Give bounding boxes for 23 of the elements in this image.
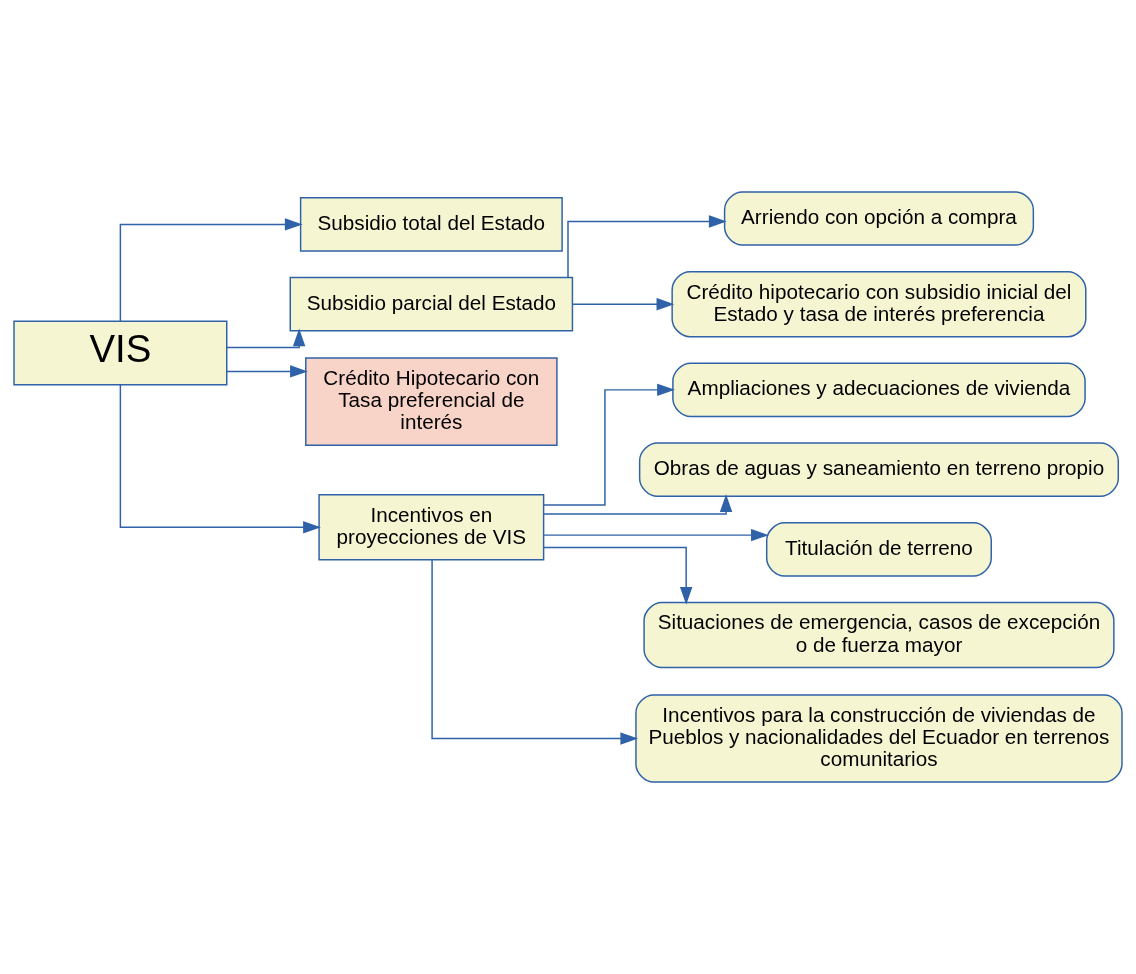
arrow xyxy=(543,383,675,506)
node-box: Incentivos en proyecciones de VIS xyxy=(318,494,545,561)
node-box: Situaciones de emergencia, casos de excepción o de fuerza mayor xyxy=(643,601,1115,669)
node-box: VIS xyxy=(13,320,228,386)
arrow xyxy=(567,215,727,279)
node-box: Titulación de terreno xyxy=(765,522,992,577)
node-box: Crédito hipotecario con subsidio inicial del Estado y tasa de interés preferencia xyxy=(671,270,1087,338)
arrow xyxy=(226,365,308,378)
node-box: Subsidio total del Estado xyxy=(299,197,563,252)
arrow xyxy=(572,297,675,311)
arrow xyxy=(119,218,303,322)
node-box: Ampliaciones y adecuaciones de vivienda xyxy=(672,362,1086,418)
arrow xyxy=(543,546,693,605)
arrow xyxy=(543,494,733,515)
arrow xyxy=(226,328,306,349)
arrow xyxy=(431,559,639,745)
node-box: Crédito Hipotecario con Tasa preferencial de interés xyxy=(305,357,558,446)
node-box: Obras de aguas y saneamiento en terreno propio xyxy=(638,442,1120,497)
arrow xyxy=(543,528,769,542)
node-box: Subsidio parcial del Estado xyxy=(289,276,574,332)
arrow xyxy=(119,384,321,534)
node-box: Arriendo con opción a compra xyxy=(723,191,1035,246)
node-box: Incentivos para la construcción de viviendas de Pueblos y nacionalidades del Ecuador en terrenos comunitarios xyxy=(635,694,1123,783)
